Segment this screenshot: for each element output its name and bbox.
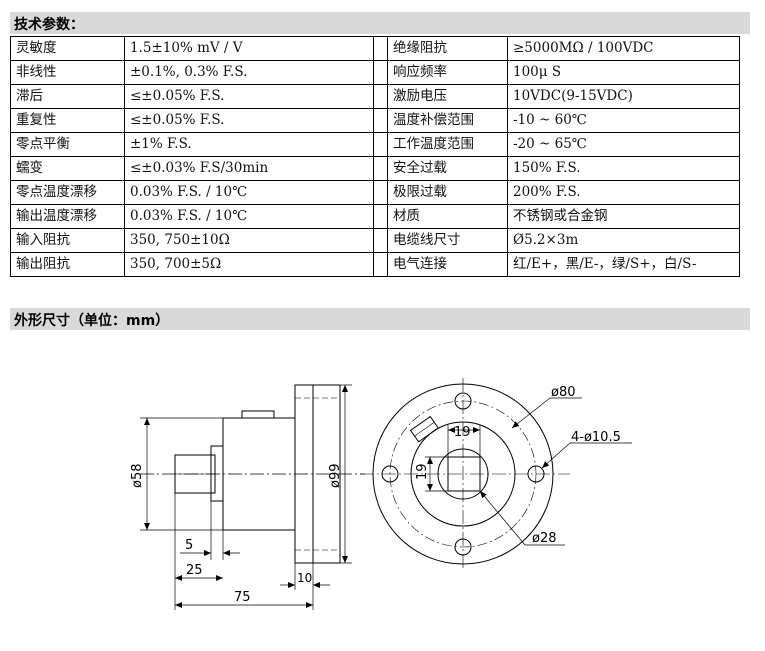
dim-19-top-label: 19 xyxy=(454,425,471,440)
spec-label: 响应频率 xyxy=(387,60,508,85)
front-view xyxy=(360,378,632,570)
dim-19-side-label: 19 xyxy=(415,463,430,480)
spec-row: 零点平衡±1% F.S.工作温度范围-20 ~ 65℃ xyxy=(10,132,740,157)
spec-value: ±1% F.S. xyxy=(124,132,374,157)
spec-label: 绝缘阻抗 xyxy=(387,36,508,61)
dim-10-label: 10 xyxy=(297,571,312,585)
spec-value: ≤±0.05% F.S. xyxy=(124,108,374,133)
spec-label: 极限过载 xyxy=(387,180,508,205)
spec-value: 红/E+，黑/E-，绿/S+，白/S- xyxy=(507,252,740,277)
spec-value: -20 ~ 65℃ xyxy=(507,132,740,157)
spec-row: 重复性≤±0.05% F.S.温度补偿范围-10 ~ 60℃ xyxy=(10,108,740,133)
spec-value: 150% F.S. xyxy=(507,156,740,181)
side-view xyxy=(140,384,365,610)
dimensions-section-title: 外形尺寸（单位：mm） xyxy=(14,313,170,329)
spec-label: 工作温度范围 xyxy=(387,132,508,157)
spec-value: 350, 700±5Ω xyxy=(124,252,374,277)
spec-value: 0.03% F.S. / 10℃ xyxy=(124,180,374,205)
spec-label: 激励电压 xyxy=(387,84,508,109)
spec-label: 电气连接 xyxy=(387,252,508,277)
dim-80-label: ø80 xyxy=(551,385,576,400)
spec-value: Ø5.2×3m xyxy=(507,228,740,253)
dim-75-label: 75 xyxy=(234,590,251,605)
spec-value: ≥5000MΩ / 100VDC xyxy=(507,36,740,61)
spec-label: 电缆线尺寸 xyxy=(387,228,508,253)
spec-label: 零点温度漂移 xyxy=(10,180,125,205)
dim-5-label: 5 xyxy=(185,538,193,553)
spec-label: 非线性 xyxy=(10,60,125,85)
dim-holes-label: 4-ø10.5 xyxy=(571,430,621,445)
spec-label: 重复性 xyxy=(10,108,125,133)
spec-label: 蠕变 xyxy=(10,156,125,181)
spec-value: 10VDC(9-15VDC) xyxy=(507,84,740,109)
dim-25-label: 25 xyxy=(186,563,203,578)
dim-99-label: ø99 xyxy=(328,464,343,489)
dim-58-label: ø58 xyxy=(130,464,145,489)
dimensions-section-header: 外形尺寸（单位：mm） xyxy=(10,308,750,330)
spec-value: ±0.1%, 0.3% F.S. xyxy=(124,60,374,85)
connector-outline xyxy=(241,410,275,419)
specs-section-title: 技术参数： xyxy=(14,17,84,33)
spec-label: 输入阻抗 xyxy=(10,228,125,253)
spec-value: 200% F.S. xyxy=(507,180,740,205)
specs-section-header: 技术参数： xyxy=(10,12,750,34)
dim-28-label: ø28 xyxy=(532,531,557,546)
spec-label: 输出温度漂移 xyxy=(10,204,125,229)
